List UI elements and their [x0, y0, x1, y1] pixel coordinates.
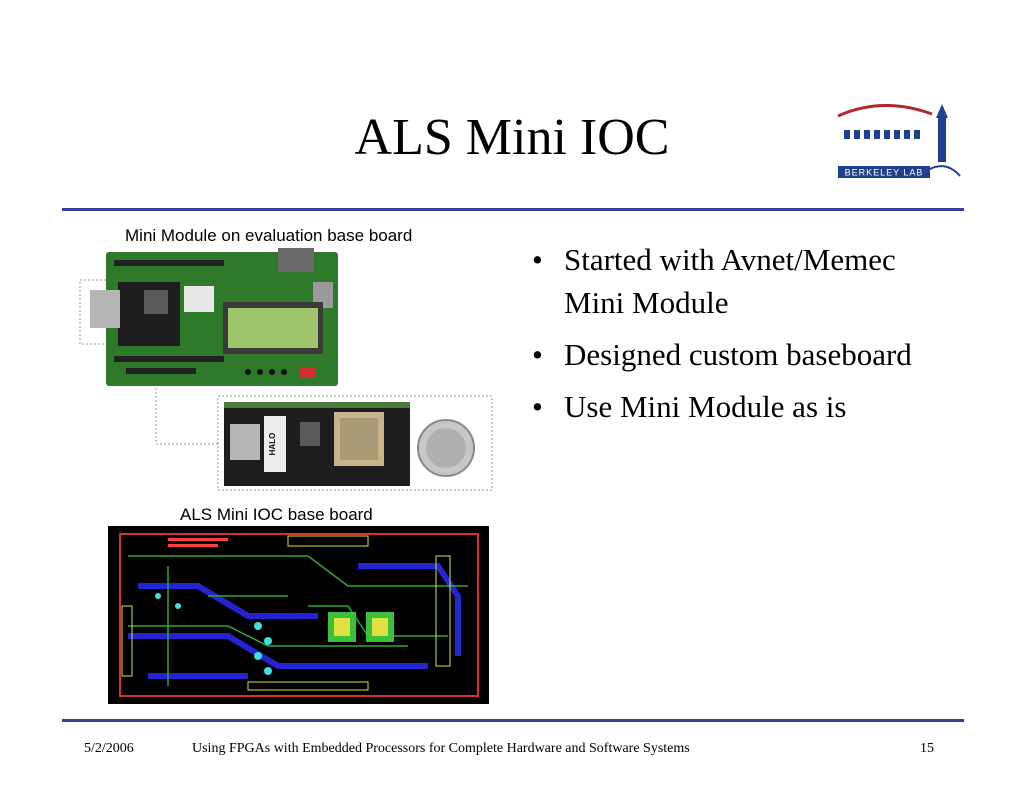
- eval-board-image: HALO: [78, 244, 498, 494]
- bullet-list: •Started with Avnet/Memec Mini Module •D…: [530, 238, 950, 437]
- bullet-item: •Started with Avnet/Memec Mini Module: [532, 242, 896, 320]
- berkeley-lab-logo: BERKELEY LAB: [832, 98, 964, 182]
- top-divider: [62, 208, 964, 211]
- caption-base-board: ALS Mini IOC base board: [180, 505, 373, 524]
- caption-eval-board: Mini Module on evaluation base board: [125, 226, 413, 245]
- logo-text: BERKELEY LAB: [845, 168, 924, 178]
- footer-date: 5/2/2006: [84, 741, 134, 756]
- footer-text: Using FPGAs with Embedded Processors for…: [192, 741, 690, 756]
- bottom-divider: [62, 719, 964, 722]
- page-number: 15: [920, 741, 934, 756]
- bullet-item: •Designed custom baseboard: [532, 337, 912, 372]
- halo-label: HALO: [268, 433, 277, 456]
- bullet-item: •Use Mini Module as is: [532, 389, 847, 424]
- pcb-layout-image: [108, 526, 489, 704]
- slide-title: ALS Mini IOC: [354, 109, 670, 166]
